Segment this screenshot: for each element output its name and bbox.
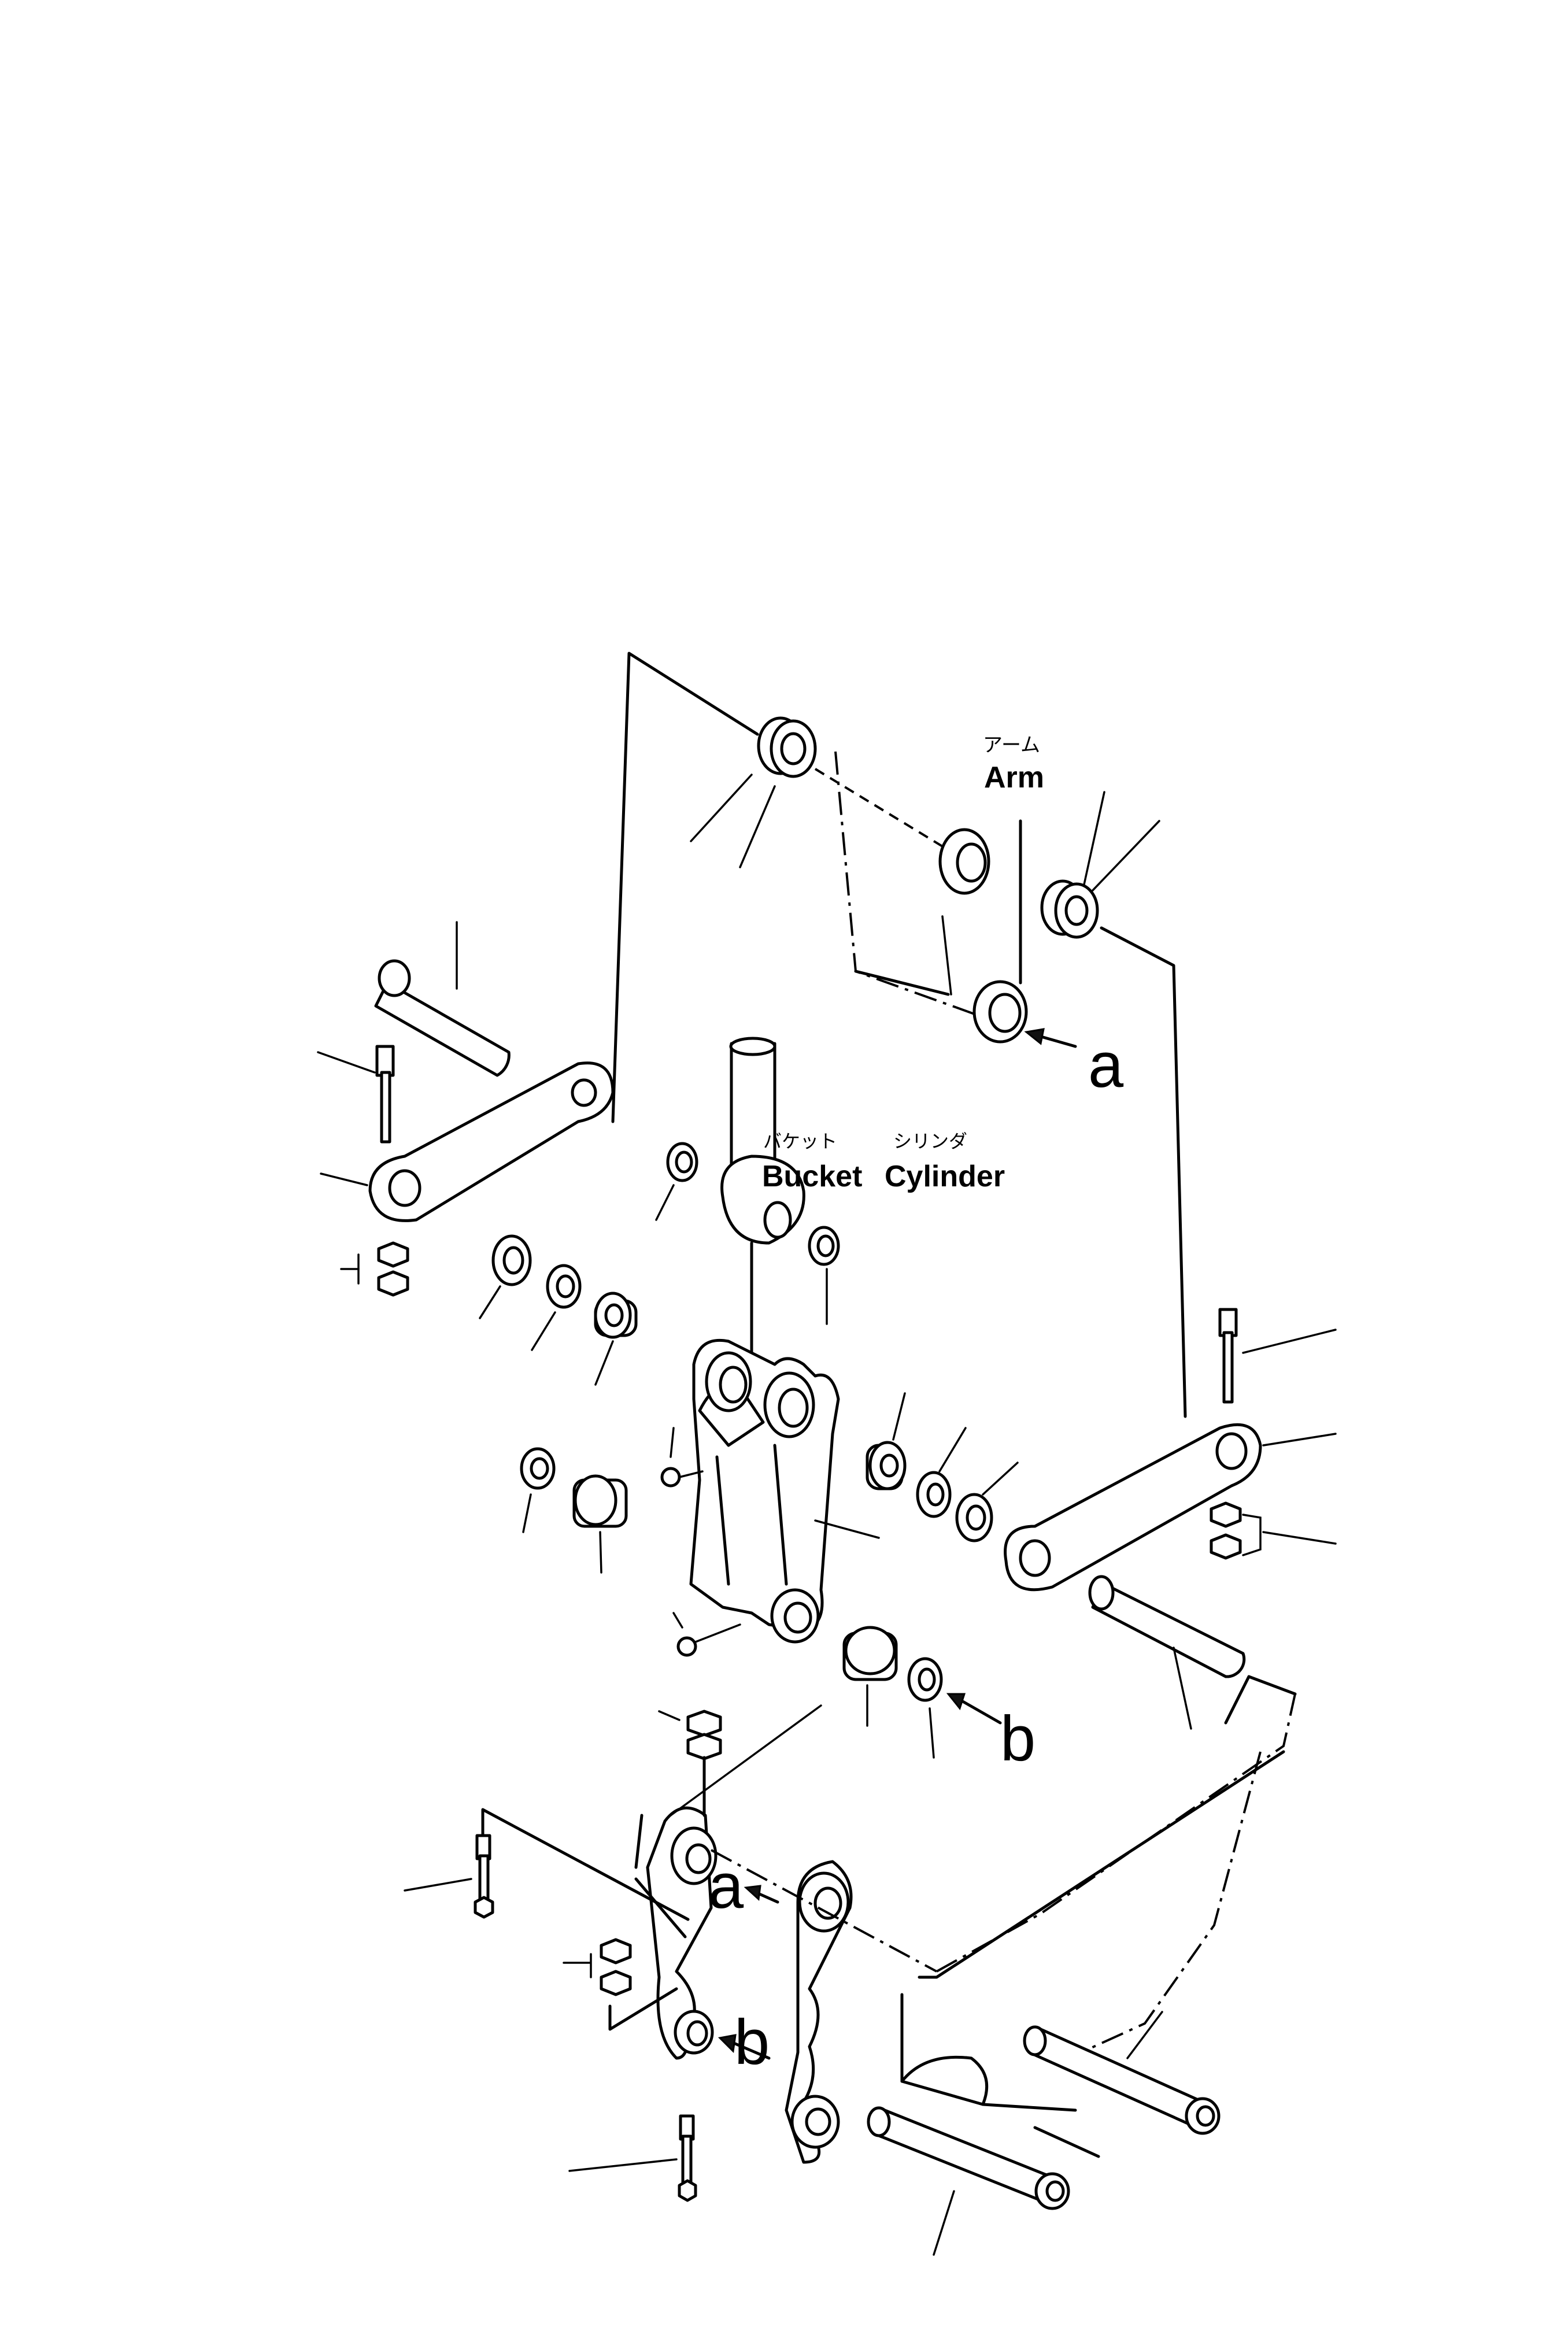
pin-bucket-upper xyxy=(1027,2028,1211,2129)
pin-right xyxy=(1091,1582,1246,1678)
reference-a-top: a xyxy=(1088,1030,1124,1101)
arm-label-jp: アーム xyxy=(983,734,1040,757)
cylinder-label: Cylinder xyxy=(885,1160,1005,1193)
bucket-link xyxy=(660,1338,880,1657)
bucket-label-jp: バケット xyxy=(763,1130,837,1152)
link-left xyxy=(368,1061,615,1222)
arm-linkage-group xyxy=(611,652,1187,1418)
nut-lower-1 xyxy=(686,1710,722,1737)
link-right xyxy=(1004,1423,1262,1592)
grease-fitting-upper xyxy=(660,1467,681,1488)
reference-b-right: b xyxy=(1000,1703,1036,1774)
nut-lower-4 xyxy=(600,1970,632,1996)
nut-left-2 xyxy=(377,1270,409,1297)
arm-label: Arm xyxy=(984,761,1044,794)
nut-right-1 xyxy=(1210,1501,1242,1528)
nut-lower-2 xyxy=(686,1733,722,1760)
grease-fitting-lower xyxy=(676,1636,697,1657)
bucket-label: Bucket xyxy=(762,1160,862,1193)
nut-right-2 xyxy=(1210,1533,1242,1560)
bucket-body xyxy=(634,1675,1297,2256)
nut-lower-3 xyxy=(600,1938,632,1965)
nut-left-1 xyxy=(377,1241,409,1268)
bucket-cylinder xyxy=(720,1037,805,1360)
reference-b-bottom: b xyxy=(734,2007,770,2078)
left-link-assembly xyxy=(317,921,615,1297)
right-link-assembly xyxy=(1004,1308,1337,1730)
pin-upper-left xyxy=(374,981,511,1077)
reference-a-bottom: a xyxy=(708,1851,744,1922)
cylinder-label-jp: シリンダ xyxy=(893,1130,967,1152)
pin-bucket-lower xyxy=(871,2108,1061,2204)
